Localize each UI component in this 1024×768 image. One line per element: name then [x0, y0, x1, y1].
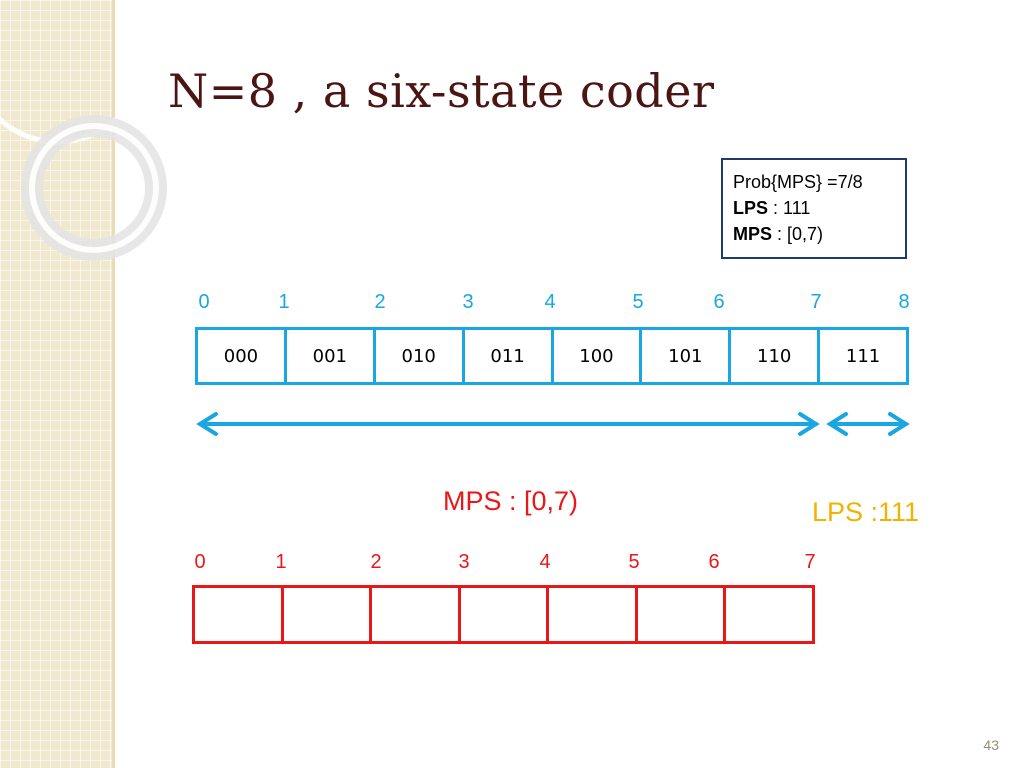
- bottom-tick-label: 7: [804, 551, 816, 573]
- lps-range-arrow: [826, 412, 910, 436]
- top-tick-label: 8: [898, 291, 910, 313]
- interval-cell: 101: [639, 330, 728, 382]
- bottom-tick-label: 3: [458, 551, 470, 573]
- empty-interval-cell: [195, 588, 281, 641]
- top-tick-label: 3: [462, 291, 474, 313]
- bottom-tick-label: 4: [539, 551, 551, 573]
- empty-interval-cell: [369, 588, 458, 641]
- lps-line: LPS : 111: [733, 195, 905, 221]
- lps-range-label: LPS :111: [812, 497, 920, 527]
- mps-range-label: MPS : [0,7): [443, 486, 579, 516]
- interval-cell: 000: [223, 345, 259, 367]
- bottom-tick-label: 2: [370, 551, 382, 573]
- interval-cell: 001: [283, 330, 373, 382]
- lps-value: : 111: [768, 198, 811, 218]
- top-tick-label: 0: [198, 291, 210, 313]
- bottom-tick-label: 5: [628, 551, 640, 573]
- bottom-tick-label: 0: [194, 551, 206, 573]
- empty-interval-cell: [634, 588, 724, 641]
- lps-key: LPS: [733, 198, 769, 218]
- bottom-interval-cells: [192, 585, 815, 644]
- bottom-tick-label: 1: [275, 551, 287, 573]
- top-tick-label: 4: [544, 291, 556, 313]
- empty-interval-cell: [457, 588, 547, 641]
- interval-cell: 010: [372, 330, 462, 382]
- interval-cell: 111: [817, 330, 906, 382]
- slide-title: N=8 , a six-state coder: [168, 64, 715, 118]
- top-interval-cells: 000 001 010 011 100 101 110 111: [195, 327, 909, 385]
- top-tick-label: 5: [632, 291, 644, 313]
- mps-key: MPS: [733, 224, 773, 244]
- interval-cell: 100: [550, 330, 640, 382]
- mps-value: : [0,7): [772, 224, 824, 244]
- page-number: 43: [983, 737, 999, 753]
- top-tick-label: 6: [713, 291, 725, 313]
- probability-info-box: Prob{MPS} =7/8 LPS : 111 MPS : [0,7): [721, 158, 907, 259]
- interval-cell: 011: [461, 330, 551, 382]
- top-tick-label: 1: [278, 291, 290, 313]
- empty-interval-cell: [280, 588, 370, 641]
- top-tick-label: 7: [810, 291, 822, 313]
- mps-range-arrow: [196, 412, 820, 436]
- mps-line: MPS : [0,7): [733, 221, 905, 247]
- sidebar-edge: [112, 0, 115, 768]
- top-tick-label: 2: [374, 291, 386, 313]
- empty-interval-cell: [723, 588, 812, 641]
- interval-cell: 110: [728, 330, 817, 382]
- prob-mps-line: Prob{MPS} =7/8: [733, 172, 863, 192]
- empty-interval-cell: [546, 588, 635, 641]
- bottom-tick-label: 6: [708, 551, 720, 573]
